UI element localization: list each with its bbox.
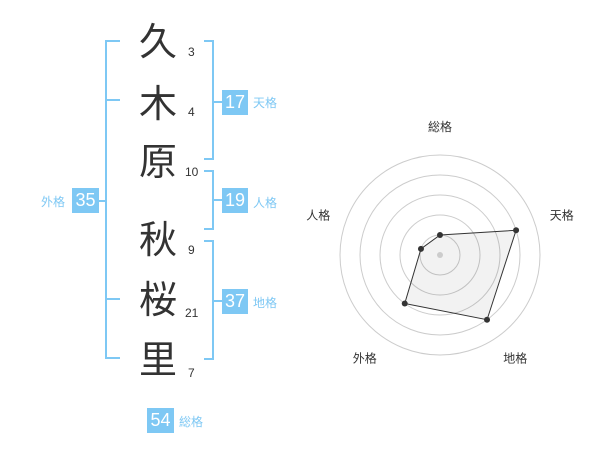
name-char-5: 桜 [138,278,177,322]
radar-axis-label-5: 人格 [306,207,330,222]
radar-points [401,227,520,323]
radar-ring-4 [359,174,521,336]
jinkaku-label: 人格 [253,196,278,210]
gaikaku-badge: 35 [72,188,99,213]
stroke-count-6: 7 [188,366,195,380]
stroke-count-5: 21 [185,306,199,320]
name-char-6: 里 [138,338,177,382]
radar-area [404,229,517,321]
tenkaku-label: 天格 [253,96,278,110]
soukaku-label: 総格 [179,415,204,429]
radar-point-3 [484,316,491,323]
name-char-4: 秋 [138,218,177,262]
name-char-1: 久 [138,20,177,64]
radar-point-1 [437,232,443,238]
soukaku-badge: 54 [147,408,174,433]
radar-axis-label-4: 外格 [353,351,377,366]
radar-axis-label-1: 総格 [428,119,452,134]
stroke-count-1: 3 [188,45,195,59]
stroke-count-3: 10 [185,165,199,179]
stroke-count-4: 9 [188,243,195,257]
chikaku-badge: 37 [222,289,248,314]
radar-axis-label-3: 地格 [503,351,527,366]
radar-point-2 [513,227,520,234]
gaikaku-label: 外格 [41,195,66,209]
radar-ring-2 [399,214,481,296]
tenkaku-badge: 17 [222,90,248,115]
radar-center-dot [437,252,443,258]
name-char-2: 木 [138,82,177,126]
name-char-3: 原 [138,140,177,184]
radar-point-5 [417,245,424,252]
radar-point-4 [401,300,408,307]
jinkaku-badge: 19 [222,188,248,213]
radar-ring-3 [379,194,501,316]
radar-axis-label-2: 天格 [550,207,574,222]
chikaku-label: 地格 [253,296,278,310]
stroke-count-2: 4 [188,105,195,119]
